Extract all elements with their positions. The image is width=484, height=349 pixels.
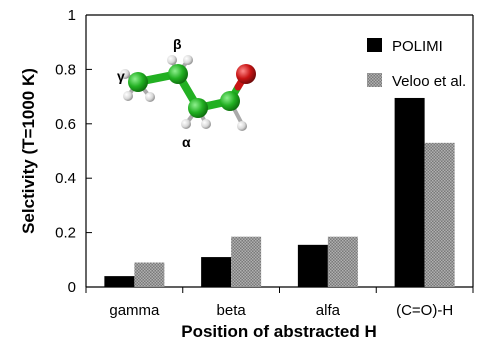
- x-axis-title: Position of abstracted H: [181, 322, 377, 341]
- bar-polimi-1: [201, 257, 232, 287]
- bar-polimi-2: [297, 244, 328, 287]
- y-tick-label: 0.2: [55, 225, 76, 242]
- y-tick-label: 0.8: [55, 61, 76, 78]
- x-category-label: beta: [217, 302, 247, 319]
- bar-veloo-0: [134, 262, 165, 287]
- bar-polimi-0: [104, 276, 135, 287]
- bar-veloo-1: [231, 236, 262, 287]
- x-category-label: (C=O)-H: [396, 302, 453, 319]
- y-ticks: 0 0.2 0.4 0.6 0.8 1: [55, 7, 92, 296]
- molecule-heavy-atoms: [128, 64, 256, 118]
- y-tick-label: 1: [68, 7, 76, 24]
- x-ticks: gamma beta alfa (C=O)-H: [85, 287, 474, 319]
- bar-polimi-3: [394, 97, 425, 288]
- x-category-label: alfa: [316, 302, 341, 319]
- legend-swatch-polimi: [367, 38, 382, 52]
- molecule-label-gamma: γ: [117, 68, 125, 84]
- y-axis-title: Selctivity (T=1000 K): [19, 68, 38, 234]
- y-tick-label: 0.6: [55, 116, 76, 133]
- legend: POLIMI Veloo et al.: [367, 38, 466, 90]
- molecule-label-alpha: α: [182, 134, 191, 150]
- molecule-label-beta: β: [173, 36, 182, 52]
- y-tick-label: 0.4: [55, 170, 76, 187]
- y-tick-label: 0: [68, 279, 76, 296]
- molecule-illustration: γ β α: [117, 36, 256, 150]
- x-category-label: gamma: [109, 302, 160, 319]
- bar-veloo-3: [424, 142, 455, 287]
- molecule-hydrogens: [120, 55, 247, 131]
- legend-swatch-veloo: [367, 73, 382, 87]
- legend-label-polimi: POLIMI: [392, 38, 443, 55]
- legend-label-veloo: Veloo et al.: [392, 73, 466, 90]
- bars: [104, 97, 455, 288]
- bar-veloo-2: [327, 236, 358, 287]
